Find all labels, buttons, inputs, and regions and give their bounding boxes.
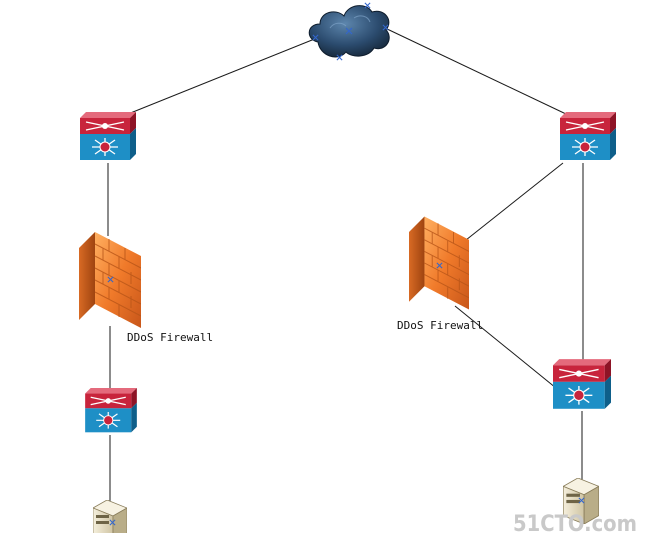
link-cloud-right-switch [384, 27, 567, 115]
left-bottom-switch-icon [85, 388, 137, 433]
link-cloud-left-switch [127, 37, 318, 115]
right-firewall-icon [409, 216, 469, 310]
right-bottom-switch-icon [553, 359, 611, 410]
right-firewall-label: DDoS Firewall [397, 319, 483, 332]
left-top-switch-icon [80, 112, 136, 161]
right-top-switch-icon [560, 112, 616, 161]
watermark-logo: 51CTO.com [513, 512, 637, 533]
link-right-firewall-switch [454, 305, 557, 389]
left-firewall-label: DDoS Firewall [127, 331, 213, 344]
left-server-icon [93, 500, 127, 533]
link-right-switch-firewall [465, 162, 564, 241]
connection-lines [107, 27, 584, 510]
internet-cloud-icon [308, 2, 390, 61]
